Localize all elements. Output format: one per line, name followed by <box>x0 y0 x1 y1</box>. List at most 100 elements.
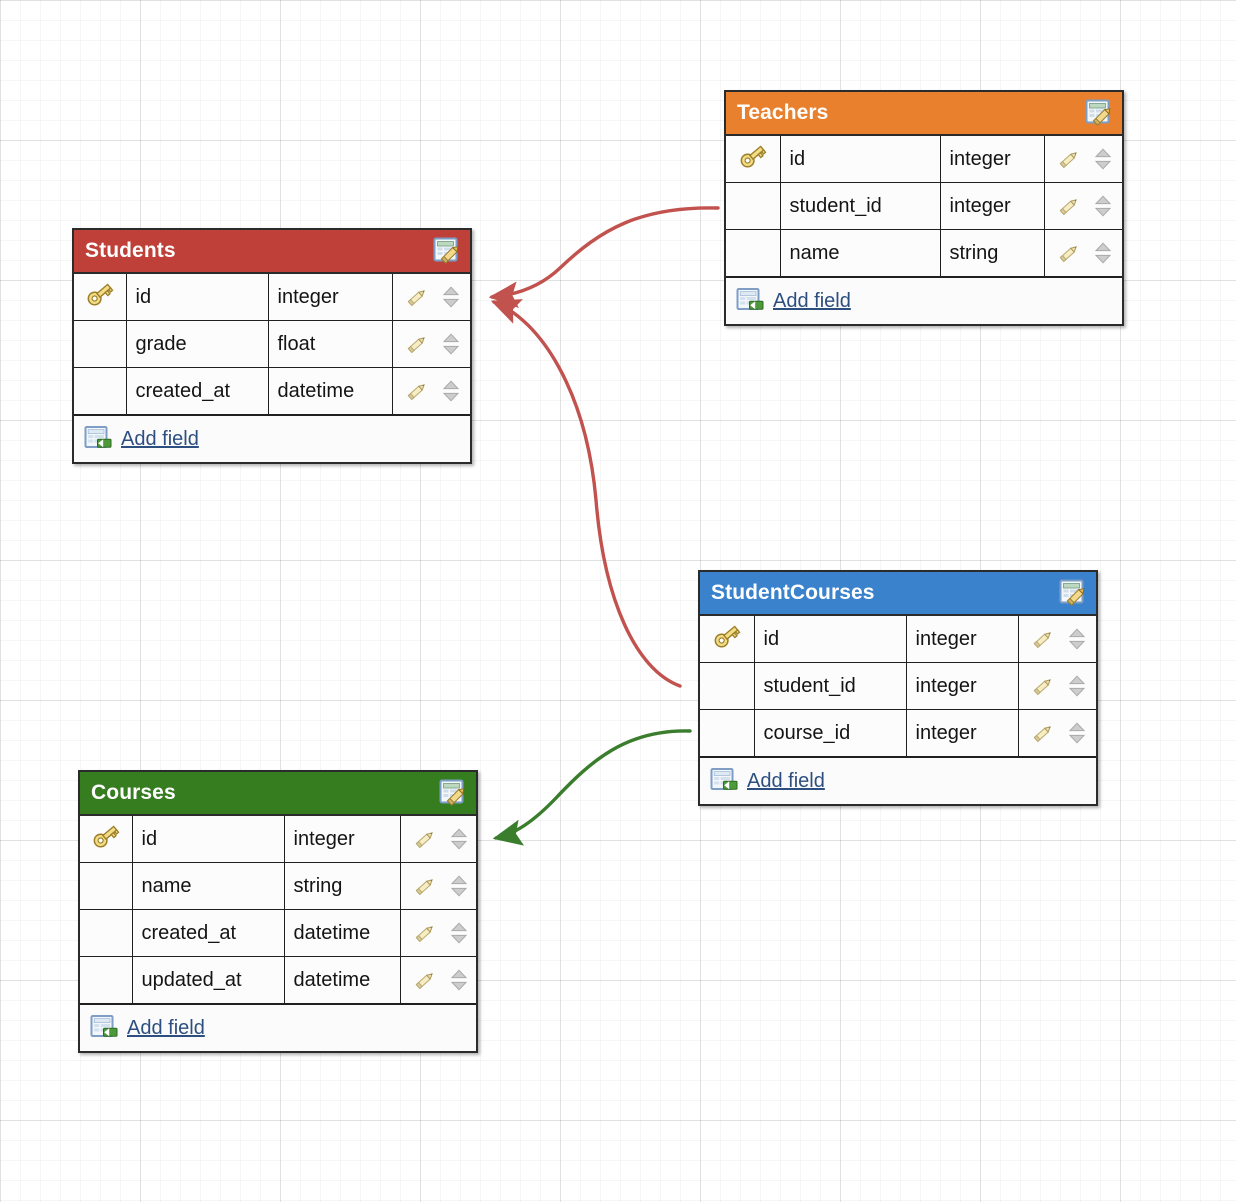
field-type-cell[interactable]: datetime <box>283 909 401 957</box>
field-name-cell[interactable]: name <box>131 862 285 910</box>
add-field-row-studentcourses[interactable]: Add field <box>700 756 1096 804</box>
field-type-cell[interactable]: integer <box>267 274 393 321</box>
add-field-row-teachers[interactable]: Add field <box>726 276 1122 324</box>
sort-updown-icon[interactable] <box>1093 146 1113 172</box>
sort-updown-icon[interactable] <box>449 826 469 852</box>
sort-updown-icon[interactable] <box>1067 626 1087 652</box>
field-name-cell[interactable]: created_at <box>125 367 269 414</box>
field-name-cell[interactable]: updated_at <box>131 956 285 1003</box>
field-type-cell[interactable]: integer <box>905 709 1019 756</box>
add-field-link[interactable]: Add field <box>773 289 851 312</box>
pencil-icon[interactable] <box>1056 146 1082 172</box>
pencil-icon[interactable] <box>1030 720 1056 746</box>
pencil-icon[interactable] <box>404 378 430 404</box>
pencil-icon[interactable] <box>412 826 438 852</box>
field-type-cell[interactable]: datetime <box>267 367 393 414</box>
pencil-icon[interactable] <box>404 284 430 310</box>
primary-key-cell <box>80 956 133 1003</box>
field-type-cell[interactable]: string <box>939 229 1045 276</box>
field-type-cell[interactable]: datetime <box>283 956 401 1003</box>
entity-header-courses[interactable]: Courses <box>80 772 476 816</box>
entity-table-studentcourses[interactable]: StudentCourses <box>698 570 1098 806</box>
entity-table-teachers[interactable]: Teachers id <box>724 90 1124 326</box>
field-name-cell[interactable]: name <box>779 229 941 276</box>
field-name-cell[interactable]: id <box>779 136 941 183</box>
table-edit-icon[interactable] <box>432 236 462 266</box>
sort-updown-icon[interactable] <box>1093 240 1113 266</box>
pencil-icon[interactable] <box>404 331 430 357</box>
add-field-row-courses[interactable]: Add field <box>80 1003 476 1051</box>
add-field-row-students[interactable]: Add field <box>74 414 470 462</box>
field-row[interactable]: name string <box>80 862 476 910</box>
table-insert-row-icon[interactable] <box>90 1014 120 1042</box>
pencil-icon[interactable] <box>1056 193 1082 219</box>
entity-header-students[interactable]: Students <box>74 230 470 274</box>
field-type-cell[interactable]: integer <box>939 182 1045 230</box>
field-type-cell[interactable]: integer <box>905 616 1019 663</box>
key-icon <box>711 621 743 651</box>
pencil-icon[interactable] <box>412 920 438 946</box>
sort-updown-icon[interactable] <box>1093 193 1113 219</box>
field-name-cell[interactable]: student_id <box>779 182 941 230</box>
primary-key-cell <box>74 274 127 321</box>
sort-updown-icon[interactable] <box>1067 673 1087 699</box>
add-field-link[interactable]: Add field <box>121 427 199 450</box>
field-table: id integer name string <box>80 816 476 1003</box>
field-name-cell[interactable]: course_id <box>753 709 907 756</box>
field-actions-cell <box>1043 136 1122 183</box>
field-row[interactable]: student_id integer <box>700 662 1096 710</box>
sort-updown-icon[interactable] <box>441 331 461 357</box>
field-type-cell[interactable]: float <box>267 320 393 368</box>
field-name-cell[interactable]: id <box>753 616 907 663</box>
add-field-link[interactable]: Add field <box>127 1016 205 1039</box>
table-insert-row-icon[interactable] <box>710 767 740 795</box>
entity-table-courses[interactable]: Courses id <box>78 770 478 1053</box>
field-row[interactable]: course_id integer <box>700 709 1096 756</box>
field-name-cell[interactable]: id <box>131 816 285 863</box>
field-type-cell[interactable]: integer <box>939 136 1045 183</box>
pencil-icon[interactable] <box>412 873 438 899</box>
field-name-cell[interactable]: grade <box>125 320 269 368</box>
table-edit-icon[interactable] <box>438 778 468 808</box>
pencil-icon[interactable] <box>412 967 438 993</box>
sort-updown-icon[interactable] <box>449 967 469 993</box>
entity-title: Students <box>85 239 176 262</box>
field-type-cell[interactable]: integer <box>283 816 401 863</box>
sort-updown-icon[interactable] <box>1067 720 1087 746</box>
table-insert-row-icon[interactable] <box>736 287 766 315</box>
field-actions-cell <box>1043 182 1122 230</box>
pencil-icon[interactable] <box>1030 673 1056 699</box>
field-type-cell[interactable]: string <box>283 862 401 910</box>
field-name-cell[interactable]: id <box>125 274 269 321</box>
field-actions-cell <box>399 816 476 863</box>
field-name-cell[interactable]: student_id <box>753 662 907 710</box>
field-row[interactable]: student_id integer <box>726 182 1122 230</box>
field-row[interactable]: id integer <box>74 274 470 321</box>
pencil-icon[interactable] <box>1030 626 1056 652</box>
relation-studentcourses-courses <box>492 729 692 846</box>
field-row[interactable]: id integer <box>726 136 1122 183</box>
table-insert-row-icon[interactable] <box>84 425 114 453</box>
table-edit-icon[interactable] <box>1058 578 1088 608</box>
sort-updown-icon[interactable] <box>441 378 461 404</box>
field-row[interactable]: id integer <box>80 816 476 863</box>
field-name-cell[interactable]: created_at <box>131 909 285 957</box>
key-icon <box>90 821 122 851</box>
entity-header-teachers[interactable]: Teachers <box>726 92 1122 136</box>
field-row[interactable]: updated_at datetime <box>80 956 476 1003</box>
field-row[interactable]: name string <box>726 229 1122 276</box>
sort-updown-icon[interactable] <box>441 284 461 310</box>
sort-updown-icon[interactable] <box>449 920 469 946</box>
add-field-link[interactable]: Add field <box>747 769 825 792</box>
table-edit-icon[interactable] <box>1084 98 1114 128</box>
field-type-cell[interactable]: integer <box>905 662 1019 710</box>
field-row[interactable]: id integer <box>700 616 1096 663</box>
entity-table-students[interactable]: Students id <box>72 228 472 464</box>
field-row[interactable]: created_at datetime <box>80 909 476 957</box>
field-row[interactable]: grade float <box>74 320 470 368</box>
field-row[interactable]: created_at datetime <box>74 367 470 414</box>
pencil-icon[interactable] <box>1056 240 1082 266</box>
sort-updown-icon[interactable] <box>449 873 469 899</box>
entity-header-studentcourses[interactable]: StudentCourses <box>700 572 1096 616</box>
